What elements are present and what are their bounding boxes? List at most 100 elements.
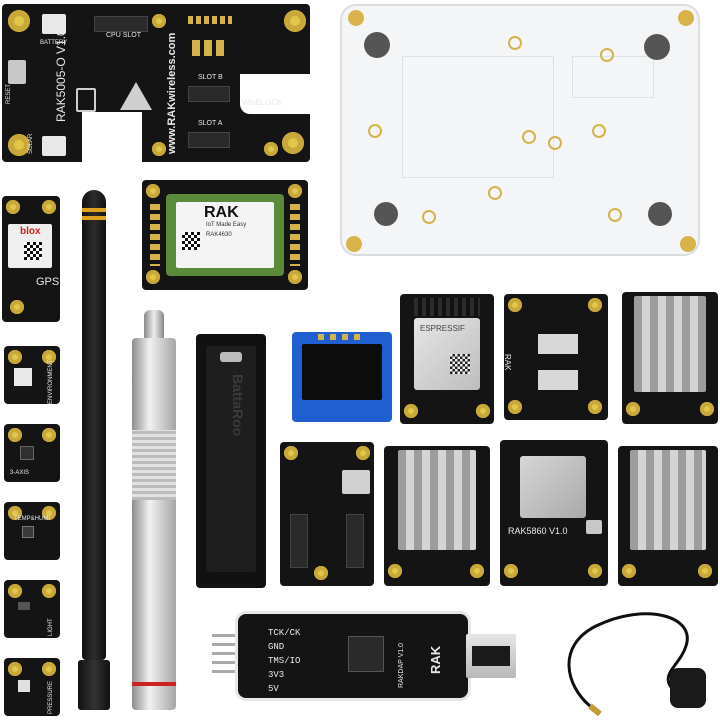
baseboard-website: www.RAKwireless.com: [166, 32, 178, 154]
rak5860-module: RAK5860 V1.0: [500, 440, 608, 586]
probe-body: [132, 338, 176, 710]
pressure-sensor-module: PRESSURE: [4, 658, 60, 716]
temphumi-label: TEMP&HUMI: [14, 516, 50, 522]
light-label: LIGHT: [48, 618, 54, 636]
temp-humidity-sensor-module: TEMP&HUMI: [4, 502, 60, 560]
sensor-chip: [20, 446, 34, 460]
qr-code-icon: [24, 242, 42, 260]
plate-hole-dark: [648, 202, 672, 226]
heatsink-module-2: [384, 446, 490, 586]
daplink-body: TCK/CK GND TMS/IO 3V3 5V RAK RAKDAP V1.0: [238, 614, 468, 698]
v5-label: 5V: [268, 684, 279, 694]
gps-brand: blox: [20, 226, 41, 237]
plate-screw: [422, 210, 436, 224]
io-adapter-board: [280, 442, 374, 586]
core-brand: RAK: [204, 204, 239, 221]
oled-display-module: [292, 332, 392, 422]
mount-hole: [508, 400, 522, 414]
heatsink-module-3: [618, 446, 718, 586]
header-pads: [188, 16, 232, 24]
mount-hole: [8, 134, 30, 156]
plate-cutout: [572, 56, 654, 98]
mount-hole: [8, 584, 22, 598]
plate-standoff: [348, 10, 364, 26]
castellated-pads: [290, 204, 300, 266]
mount-hole: [700, 402, 714, 416]
environment-label: ENVIRONMENT: [48, 359, 54, 404]
plate-screw: [368, 124, 382, 138]
mount-hole: [8, 350, 22, 364]
usb-a-tongue: [472, 646, 510, 666]
light-sensor-module: LIGHT: [4, 580, 60, 638]
reset-label: RESET: [6, 83, 12, 104]
rakdap-usb-debugger: TCK/CK GND TMS/IO 3V3 5V RAK RAKDAP V1.0: [212, 610, 516, 702]
qr-code-icon: [450, 354, 470, 374]
mount-hole: [42, 506, 56, 520]
probe-tip: [144, 310, 164, 340]
gps-antenna-cable: [556, 606, 706, 717]
v33-label: 3V3: [268, 670, 285, 680]
mount-hole: [42, 200, 56, 214]
gnd-label: GND: [268, 642, 285, 652]
tck-label: TCK/CK: [268, 628, 301, 638]
core-model: RAK4630: [206, 232, 232, 238]
castellated-pads: [150, 204, 160, 266]
plate-screw: [488, 186, 502, 200]
mount-hole: [404, 404, 418, 418]
usb-port: [8, 60, 26, 84]
mount-hole: [622, 564, 636, 578]
battery-holder-text: BattaRoo: [230, 374, 246, 437]
battery-label: BATTERY: [40, 40, 68, 46]
heatsink-module-1: [622, 292, 718, 424]
plate-screw: [522, 130, 536, 144]
plate-screw: [508, 36, 522, 50]
mount-hole: [284, 446, 298, 460]
rak5005-baseboard: CPU SLOT SLOT B SLOT A WisBLOCK BATTERY …: [2, 4, 312, 164]
slot-a-label: SLOT A: [198, 120, 223, 127]
mount-hole: [152, 14, 166, 28]
probe-knurl: [132, 430, 176, 500]
rak-side-label: RAK: [503, 354, 512, 371]
gps-antenna-svg: [567, 612, 689, 717]
mount-hole: [504, 564, 518, 578]
antenna-ring: [82, 216, 106, 220]
mount-hole: [588, 564, 602, 578]
solar-connector: [42, 136, 66, 156]
mount-hole: [508, 298, 522, 312]
terminal-block: [538, 370, 578, 390]
heatsink: [634, 296, 706, 392]
rak-io-module: RAK: [503, 294, 608, 420]
mount-hole: [588, 298, 602, 312]
three-axis-sensor-module: 3-AXIS: [4, 424, 60, 482]
plate-screw: [548, 136, 562, 150]
mount-hole: [698, 564, 712, 578]
slot-a-connector: [188, 132, 230, 148]
mount-hole: [284, 10, 306, 32]
sensor-chip: [18, 680, 30, 692]
pin-header: [346, 514, 364, 568]
mount-hole: [314, 566, 328, 580]
mount-hole: [626, 402, 640, 416]
mount-hole: [388, 564, 402, 578]
gps-puck: [670, 668, 706, 708]
lora-antenna: [76, 190, 112, 710]
plate-screw: [592, 124, 606, 138]
esp32-antenna-trace: [414, 298, 480, 316]
esp32-shield-can: ESPRESSIF: [414, 318, 480, 390]
battery-connector: [42, 14, 66, 34]
sensor-chip: [18, 602, 30, 610]
daplink-name: RAKDAP V1.0: [398, 642, 405, 688]
mount-hole: [470, 564, 484, 578]
wisblock-label: WisBLOCK: [242, 98, 283, 107]
mount-hole: [6, 200, 20, 214]
mount-hole: [264, 142, 278, 156]
board-cutout-right: [240, 74, 312, 114]
cpu-slot-label: CPU SLOT: [106, 32, 142, 39]
solar-label: SOLAR: [28, 133, 34, 154]
board-cutout: [82, 112, 142, 164]
rak5860-shield-can: [520, 456, 586, 518]
plate-standoff: [678, 10, 694, 26]
mount-hole: [288, 184, 302, 198]
usb-port: [586, 520, 602, 534]
environment-sensor-module: ENVIRONMENT: [4, 346, 60, 404]
